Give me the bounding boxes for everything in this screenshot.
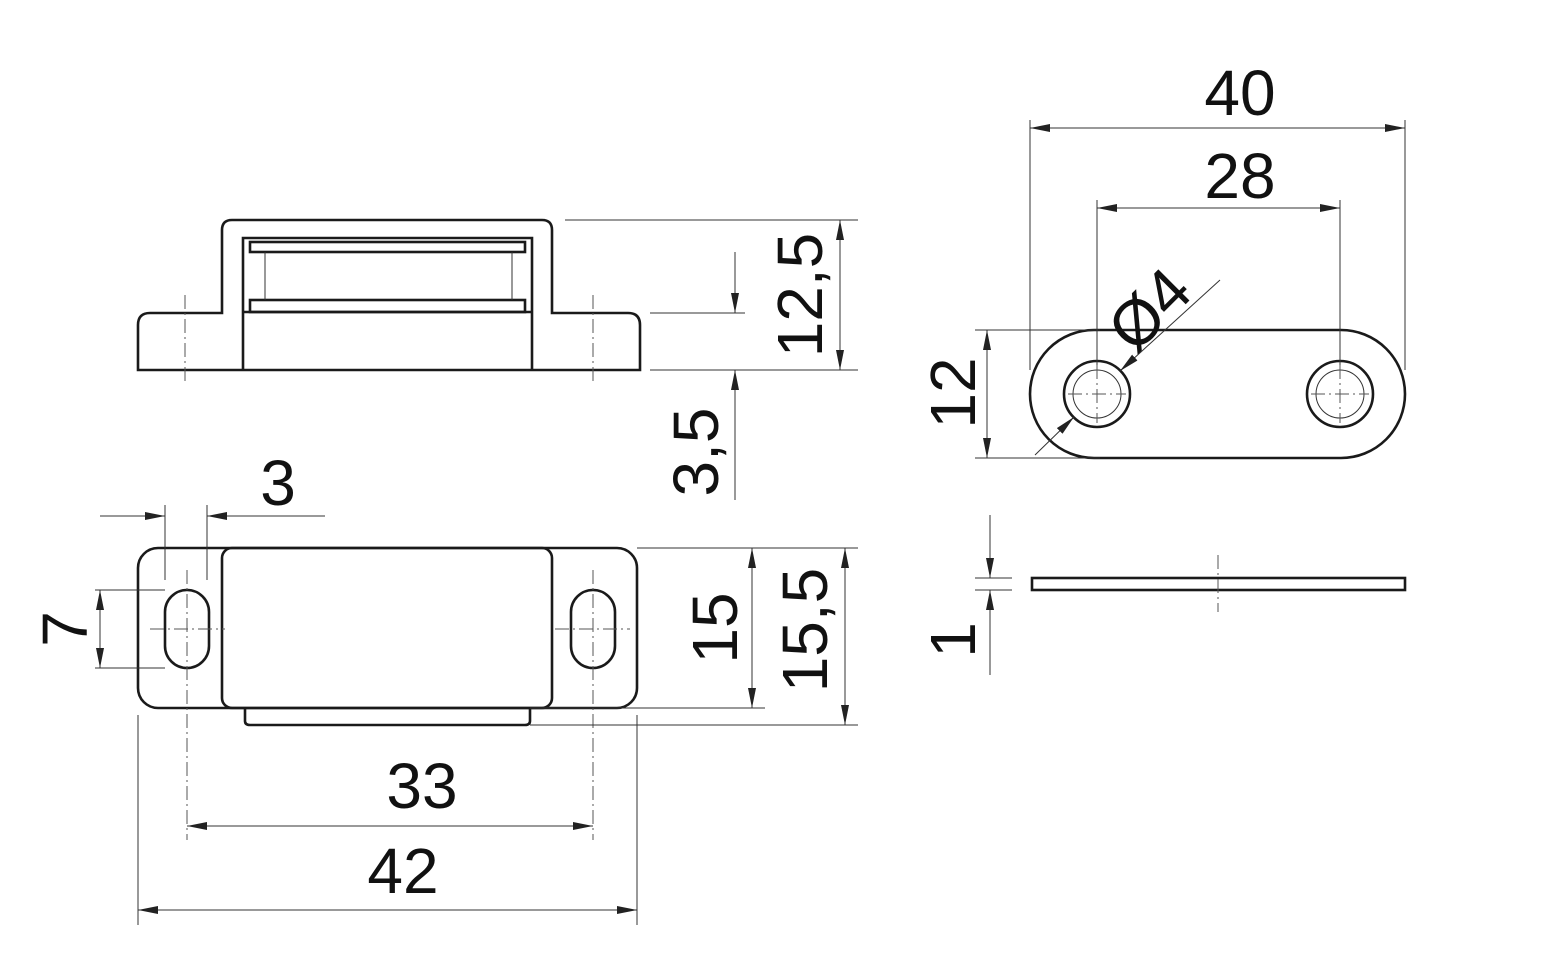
dim-housing-width: 15 (679, 592, 751, 663)
plate-side-view: 1 (917, 515, 1407, 675)
dim-plate-length: 40 (1204, 57, 1275, 129)
dim-total-width: 15,5 (769, 568, 841, 693)
dim-total-length: 42 (367, 835, 438, 907)
dim-hole-spacing: 33 (386, 750, 457, 822)
plate-top-view: 40 28 12 Ø4 (917, 57, 1407, 460)
catch-side-view: 12,5 3,5 (136, 218, 858, 500)
dim-plate-thickness: 1 (917, 622, 989, 658)
dim-plate-hole-spacing: 28 (1204, 140, 1275, 212)
dim-height-total: 12,5 (764, 233, 836, 358)
dim-wall: 3 (260, 447, 296, 519)
dim-base-height: 3,5 (660, 408, 732, 497)
dim-slot-length: 7 (29, 611, 101, 647)
catch-top-view: 3 7 15 15,5 33 42 (29, 447, 858, 925)
dim-hole-diameter: Ø4 (1094, 254, 1205, 365)
dim-plate-width: 12 (917, 357, 989, 428)
